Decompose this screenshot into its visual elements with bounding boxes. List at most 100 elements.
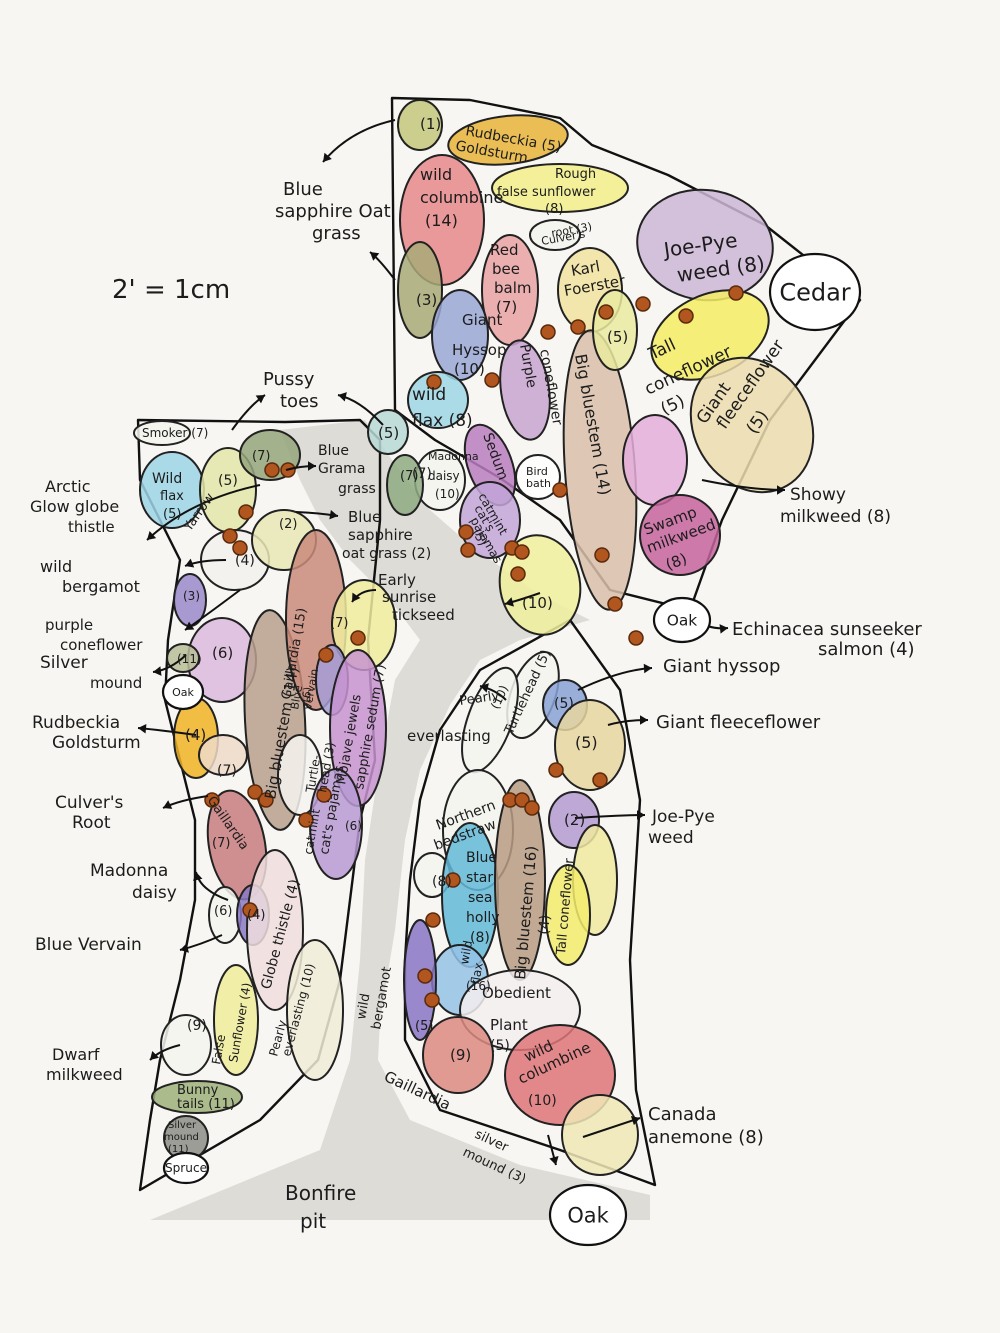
callout-label: Blue <box>283 179 323 200</box>
plot-label: Karl <box>570 257 602 280</box>
plot-label: (3) <box>183 589 200 603</box>
shrub-dot <box>594 547 610 563</box>
plot-label: (5) <box>415 1019 433 1034</box>
plot-label: (1) <box>420 115 441 133</box>
plot-label: Turtle- <box>303 754 324 795</box>
shrub-dot <box>635 296 651 312</box>
shrub-dot <box>425 912 441 928</box>
plant-plot <box>491 163 629 213</box>
plot-label: (4) <box>185 726 206 744</box>
plant-plot <box>622 414 688 506</box>
callout-label: everlasting <box>407 727 491 745</box>
arrow-head <box>549 1156 559 1165</box>
callout-label: Showy <box>790 485 846 505</box>
plot-label: (5) <box>575 733 598 752</box>
plot-label: star <box>466 870 493 886</box>
plant-plot <box>277 734 323 816</box>
plot-label: Blue <box>466 850 497 866</box>
callout-label: Pearly <box>458 688 500 708</box>
plot-label: mound <box>164 1132 199 1143</box>
plot-label: Bird <box>526 465 548 478</box>
arrow-head <box>719 624 728 634</box>
plot-label: false sunflower <box>497 185 596 200</box>
tree-circle <box>768 252 862 332</box>
shrub-dot <box>514 544 530 560</box>
plant-plot <box>554 699 626 791</box>
arrow-head <box>153 666 162 676</box>
shrub-dot <box>540 324 556 340</box>
plant-plot <box>397 99 443 151</box>
plot-label: (5) <box>378 424 399 442</box>
arrow-head <box>329 509 338 520</box>
shrub-dot <box>607 596 623 612</box>
arrow-head <box>777 485 785 495</box>
shrub-dot <box>318 647 334 663</box>
plot-label: (4) <box>247 908 265 923</box>
plot-label: (3) <box>416 291 437 309</box>
arrow-head <box>352 592 361 602</box>
plot-label: (16) <box>466 979 491 993</box>
callout-label: Early <box>378 571 416 589</box>
callout-label: grass <box>338 481 376 497</box>
plot-label: (5) <box>163 507 181 522</box>
plot-label: Giant <box>462 311 502 329</box>
arrow-head <box>630 1115 640 1126</box>
plant-plot <box>545 864 591 966</box>
callout-arrow <box>322 119 396 163</box>
right-lower-bed-outline <box>403 618 657 1187</box>
shrub-dot <box>592 772 608 788</box>
shrub-dot <box>238 504 254 520</box>
plant-plot <box>529 219 581 251</box>
callout-label: milkweed <box>46 1065 123 1084</box>
plot-label: (7) <box>217 763 237 779</box>
callout-label: purple <box>45 616 93 634</box>
callout-label: salmon (4) <box>818 639 915 660</box>
plot-label: (6) <box>212 644 233 662</box>
plot-label: (7) <box>496 298 517 316</box>
plot-label: (2) <box>279 517 297 532</box>
shrub-dot <box>678 308 694 324</box>
shrub-dot <box>204 792 220 808</box>
plot-label: balm <box>494 279 532 297</box>
arrow-head <box>643 663 652 674</box>
shrub-dot <box>728 285 744 301</box>
shrub-dot <box>426 374 442 390</box>
plot-label: (7) <box>330 616 348 631</box>
plot-label: (7) <box>400 469 418 484</box>
plot-label: (5) <box>218 473 238 489</box>
shrub-dot <box>264 462 280 478</box>
plant-plot <box>386 454 424 516</box>
callout-label: Root <box>72 813 111 833</box>
plot-label: holly <box>466 910 500 926</box>
shrub-dot <box>552 482 568 498</box>
plot-label: Silver <box>168 1120 197 1131</box>
plot-label: (2) <box>564 811 585 829</box>
arrow-head <box>150 1050 160 1060</box>
shrub-dot <box>460 542 476 558</box>
callout-label: sunrise <box>382 588 436 606</box>
plant-plot <box>422 1016 494 1094</box>
plot-label: tails (11) <box>177 1097 235 1112</box>
plot-label: Bunny <box>177 1083 219 1098</box>
shrub-dot <box>247 784 263 800</box>
plot-label: (11) <box>177 652 202 666</box>
shrub-dot <box>484 372 500 388</box>
plot-label: Rough <box>555 167 596 182</box>
plot-label: (10) <box>435 487 460 501</box>
shrub-dot <box>242 902 258 918</box>
arrow-head <box>370 252 380 261</box>
plot-label: (10) <box>522 594 553 612</box>
plot-label: (7) <box>212 836 230 851</box>
tree-circle <box>548 1183 628 1247</box>
plant-plot <box>133 420 191 446</box>
plot-label: (6) <box>345 819 362 833</box>
callout-label: Giant hyssop <box>663 656 780 677</box>
callout-label: Arctic <box>45 477 90 496</box>
callout-label: Echinacea sunseeker <box>732 619 922 640</box>
arrow-head <box>147 531 157 540</box>
callout-label: Blue <box>348 508 381 526</box>
arrow-head <box>185 621 195 630</box>
plant-plot <box>151 1080 243 1114</box>
